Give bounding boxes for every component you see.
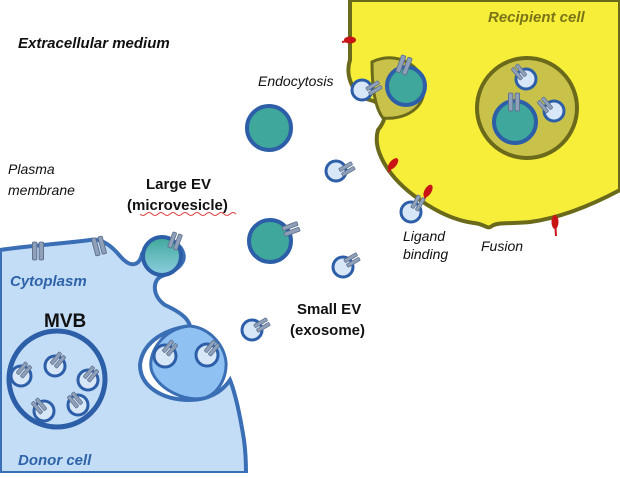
large-ev-label-line1: Large EV bbox=[146, 176, 211, 193]
small-ev bbox=[331, 255, 355, 279]
ligand-icon bbox=[341, 36, 356, 44]
cytoplasm-label: Cytoplasm bbox=[10, 273, 87, 290]
donor-cell bbox=[0, 231, 249, 475]
free-evs bbox=[240, 78, 426, 342]
ligand-binding-label-line2: binding bbox=[403, 246, 448, 262]
endocytosis-label: Endocytosis bbox=[258, 73, 333, 89]
small-ev-label-line2: (exosome) bbox=[290, 322, 365, 339]
plasma-membrane-label-line2: membrane bbox=[8, 182, 75, 198]
small-ev bbox=[324, 159, 348, 183]
ligand-icon bbox=[387, 158, 399, 173]
small-ev-label-line1: Small EV bbox=[297, 301, 361, 318]
large-ev bbox=[245, 104, 293, 152]
mvb-intraluminal-vesicle bbox=[32, 399, 56, 423]
recipient-cell-label: Recipient cell bbox=[488, 9, 586, 26]
small-ev bbox=[399, 200, 423, 224]
extracellular-label: Extracellular medium bbox=[18, 35, 170, 52]
recipient-cell bbox=[341, 0, 620, 237]
plasma-membrane-label-line1: Plasma bbox=[8, 161, 55, 177]
large-ev-label-line2: (microvesicle) bbox=[127, 197, 228, 214]
spellcheck-underline bbox=[139, 212, 237, 216]
fusion-label: Fusion bbox=[481, 238, 523, 254]
ligand-icon bbox=[551, 215, 559, 237]
ligand-binding-label-line1: Ligand bbox=[403, 228, 446, 244]
endosome-ev-small bbox=[514, 67, 538, 91]
mvb-label: MVB bbox=[44, 311, 86, 332]
large-ev bbox=[247, 218, 293, 264]
donor-cell-label: Donor cell bbox=[18, 452, 92, 469]
